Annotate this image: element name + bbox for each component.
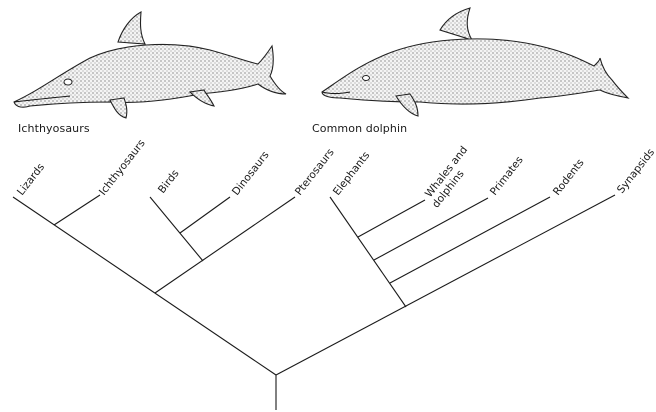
taxon-lizards: Lizards bbox=[15, 161, 47, 198]
animal-illustrations bbox=[13, 7, 630, 119]
whale-branch bbox=[357, 199, 426, 238]
taxon-primates: Primates bbox=[488, 154, 526, 198]
primate-branch bbox=[373, 197, 489, 261]
taxon-ichthyosaurs: Ichthyosaurs bbox=[97, 137, 148, 197]
rodent-branch bbox=[389, 196, 551, 284]
taxon-dinosaurs: Dinosaurs bbox=[230, 149, 272, 198]
ichthyosaur-caption: Ichthyosaurs bbox=[18, 122, 90, 135]
dolphin-illustration bbox=[321, 7, 630, 117]
taxon-rodents: Rodents bbox=[551, 157, 587, 198]
elephant-branch bbox=[329, 196, 407, 308]
archosaur-branch bbox=[154, 196, 296, 294]
taxon-whales-and-dolphins: Whales and dolphins bbox=[423, 144, 470, 210]
taxon-elephants: Elephants bbox=[331, 149, 372, 197]
ichthyosaur-branch bbox=[53, 194, 101, 226]
ichthyosaur-illustration bbox=[13, 11, 287, 119]
bird-branch bbox=[149, 196, 204, 262]
mammal-branch bbox=[275, 194, 616, 376]
taxon-synapsids: Synapsids bbox=[615, 147, 656, 196]
dolphin-caption: Common dolphin bbox=[312, 122, 408, 135]
dinosaur-branch bbox=[179, 196, 231, 234]
reptile-branch bbox=[12, 196, 277, 376]
taxon-birds: Birds bbox=[156, 168, 182, 196]
